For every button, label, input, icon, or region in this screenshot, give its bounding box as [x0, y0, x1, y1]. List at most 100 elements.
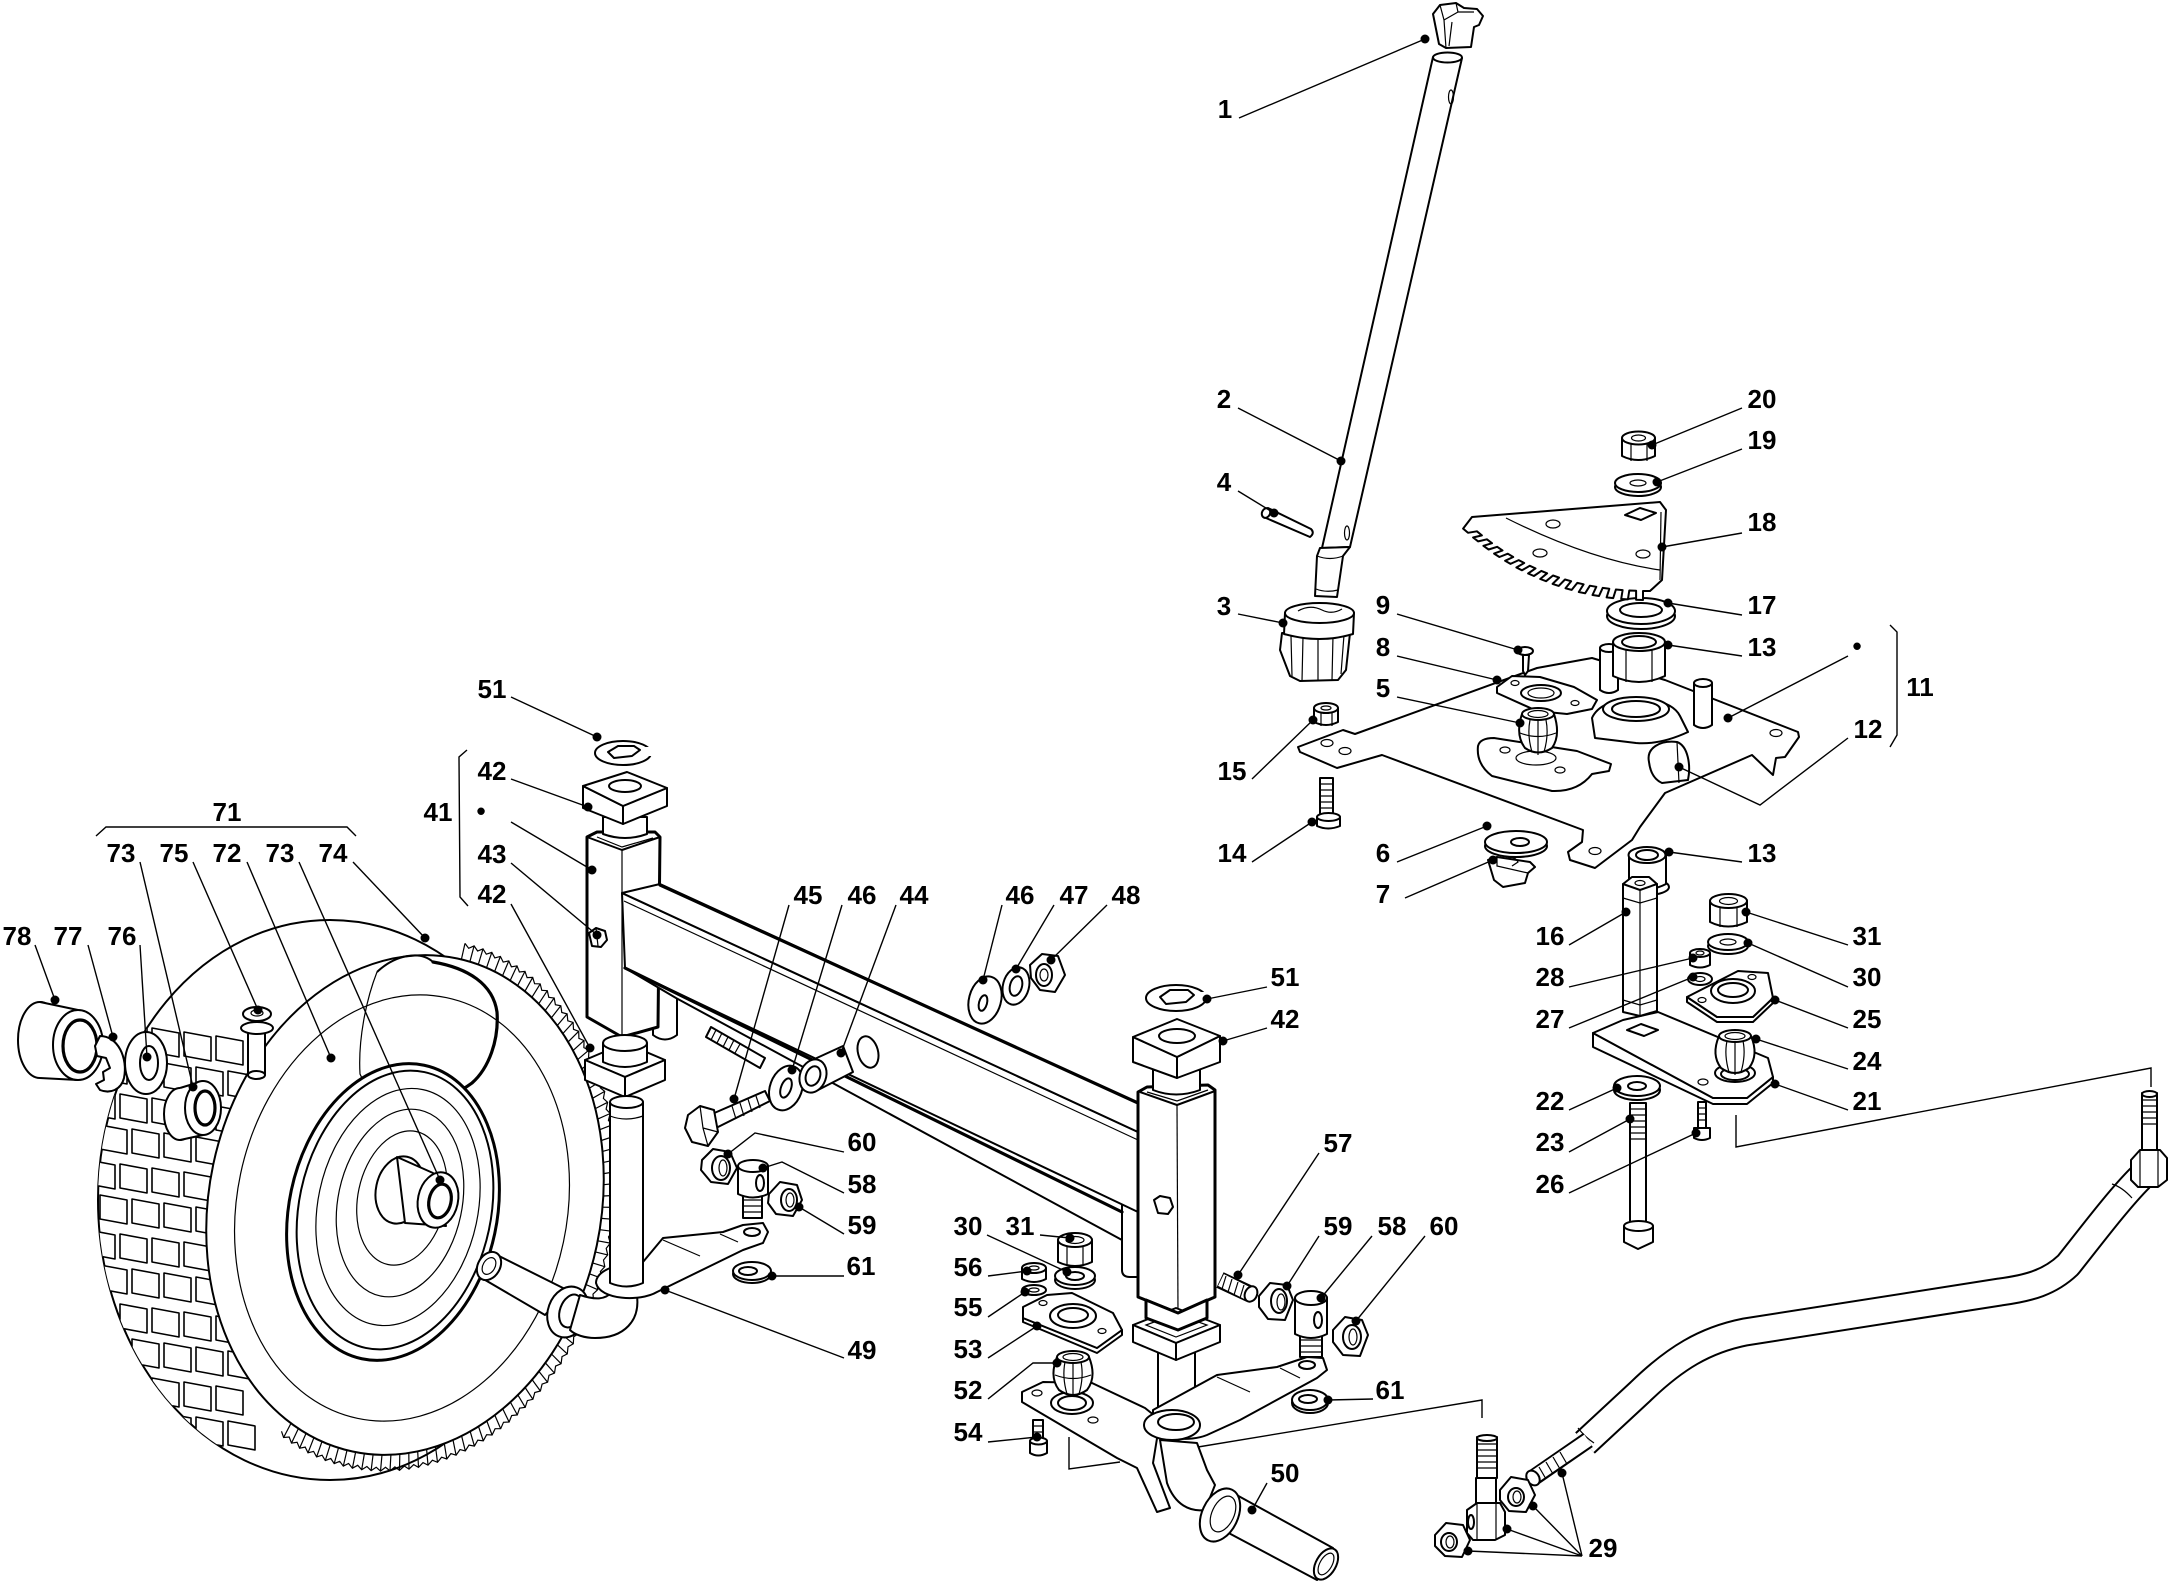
tread-tick: [469, 945, 475, 962]
part-e-clip-51-left: [594, 740, 654, 766]
callout-label: 21: [1853, 1086, 1882, 1116]
part-bushing-44-shape: [798, 1058, 828, 1094]
part-cap-42-left-top-shape: [602, 816, 648, 839]
part-e-clip-51-left-shape: [644, 747, 654, 756]
callout-dot: [1621, 907, 1631, 917]
tread-block: [195, 1416, 224, 1447]
part-flange-plate-25-shape: [1747, 973, 1757, 981]
leader-line: [1568, 976, 1694, 1029]
tread-tick: [426, 1449, 429, 1466]
part-ball-joint-52-shape: [1054, 1361, 1092, 1397]
callout-dot: [1420, 34, 1430, 44]
part-bushing-13-upper-shape: [1625, 650, 1653, 682]
part-spindle-left-49-shape: [609, 1115, 644, 1120]
leader-line: [1568, 911, 1627, 946]
part-nut-15-shape: [1320, 705, 1332, 711]
tread-block: [98, 1299, 116, 1330]
callout-label: 42: [478, 879, 507, 909]
part-ball-joint-5: [1518, 707, 1558, 755]
part-e-clip-77: [94, 1035, 126, 1093]
callout-bullet: •: [1852, 631, 1861, 661]
tread-tick: [485, 952, 493, 968]
part-flange-plate-8: [1496, 675, 1598, 715]
assembly-line-tie-rod-left: [1197, 1399, 1483, 1448]
leader-line: [139, 944, 148, 1058]
assembly-brackets: [95, 624, 2152, 1470]
part-wheel-rim-72-shape: [315, 1087, 481, 1327]
part-cap-42-right-top-shape: [1152, 1069, 1201, 1096]
part-nut-20-shape: [1630, 434, 1647, 442]
leader-line: [1238, 38, 1426, 119]
callout-dot: [108, 1032, 118, 1042]
part-steering-shaft-2: [1314, 51, 1463, 598]
part-bolt-54-shape: [1033, 1425, 1043, 1433]
callout-dot: [583, 802, 593, 812]
callout-dot: [587, 865, 597, 875]
callout-label: 44: [900, 880, 929, 910]
part-steering-sector-18-shape: [1505, 517, 1661, 571]
part-bolt-54: [1029, 1419, 1048, 1457]
part-e-clip-51-right-shape: [1159, 989, 1195, 1005]
tread-tick: [567, 1030, 580, 1043]
callout-dot: [1065, 1233, 1075, 1243]
callout-label: 60: [848, 1127, 877, 1157]
part-cap-42-left-top-shape: [608, 779, 642, 793]
tread-tick: [544, 997, 555, 1012]
part-flange-plate-8-shape: [1520, 684, 1562, 702]
tread-block: [119, 1303, 148, 1334]
part-nut-31-right-shape: [1709, 893, 1748, 909]
callout-label: 61: [1376, 1375, 1405, 1405]
leader-line: [1568, 1132, 1697, 1194]
leader-line: [352, 861, 426, 939]
part-tie-rod: [1525, 1090, 2168, 1487]
tread-block: [131, 1338, 160, 1369]
callout-dot: [1351, 1316, 1361, 1326]
leader-line: [246, 861, 332, 1059]
tread-tick: [509, 1401, 518, 1416]
leader-line: [510, 821, 593, 871]
callout-dot: [1770, 1079, 1780, 1089]
callout-dot: [50, 995, 60, 1005]
part-ball-joint-24-shape: [1725, 1040, 1745, 1075]
tread-tick: [461, 1435, 466, 1452]
callout-label: 29: [1589, 1533, 1618, 1563]
part-bolt-57: [1216, 1272, 1259, 1303]
callout-label: 19: [1748, 425, 1777, 455]
part-e-clip-51-left-shape: [594, 740, 652, 766]
part-front-axle-frame-shape: [1146, 1089, 1209, 1102]
callout-label: 23: [1536, 1127, 1565, 1157]
part-spindle-right-50-shape: [1087, 1416, 1099, 1424]
tire-bead-top: [376, 954, 434, 973]
callout-label: 13: [1748, 632, 1777, 662]
part-pivot-bolt-tip-shape: [705, 1026, 766, 1069]
part-front-axle-frame-shape: [596, 836, 654, 848]
part-washer-76-shape: [139, 1045, 159, 1081]
tread-tick: [592, 1262, 605, 1268]
tread-tick: [370, 1454, 374, 1471]
tread-block: [151, 1307, 180, 1338]
part-cap-42-right-top: [1132, 1018, 1221, 1096]
tread-tick: [544, 1362, 555, 1374]
part-pivot-bolt-tip: [705, 1026, 766, 1069]
tread-block: [183, 1381, 212, 1412]
tread-tick: [538, 1371, 549, 1383]
callout-dot: [1269, 508, 1279, 518]
callout-dot: [1741, 907, 1751, 917]
part-nut-60-right-shape: [1342, 1324, 1362, 1350]
tread-tick: [550, 1005, 562, 1019]
part-flange-plate-8-shape: [1510, 679, 1520, 687]
part-pin-4: [1260, 507, 1314, 538]
part-bushing-12: [1647, 740, 1691, 784]
part-steering-shaft-2-shape: [1321, 56, 1463, 549]
callout-dot: [585, 1043, 595, 1053]
tread-tick: [592, 1090, 605, 1099]
tread-tick: [494, 1414, 502, 1429]
part-ball-joint-24-shape: [1718, 1029, 1752, 1043]
leader-line: [1039, 1234, 1071, 1239]
tread-tick: [283, 1423, 292, 1438]
callout-dot: [326, 1053, 336, 1063]
callout-label: 30: [1853, 962, 1882, 992]
leader-line: [987, 1325, 1038, 1359]
leader-line: [1237, 1152, 1320, 1276]
